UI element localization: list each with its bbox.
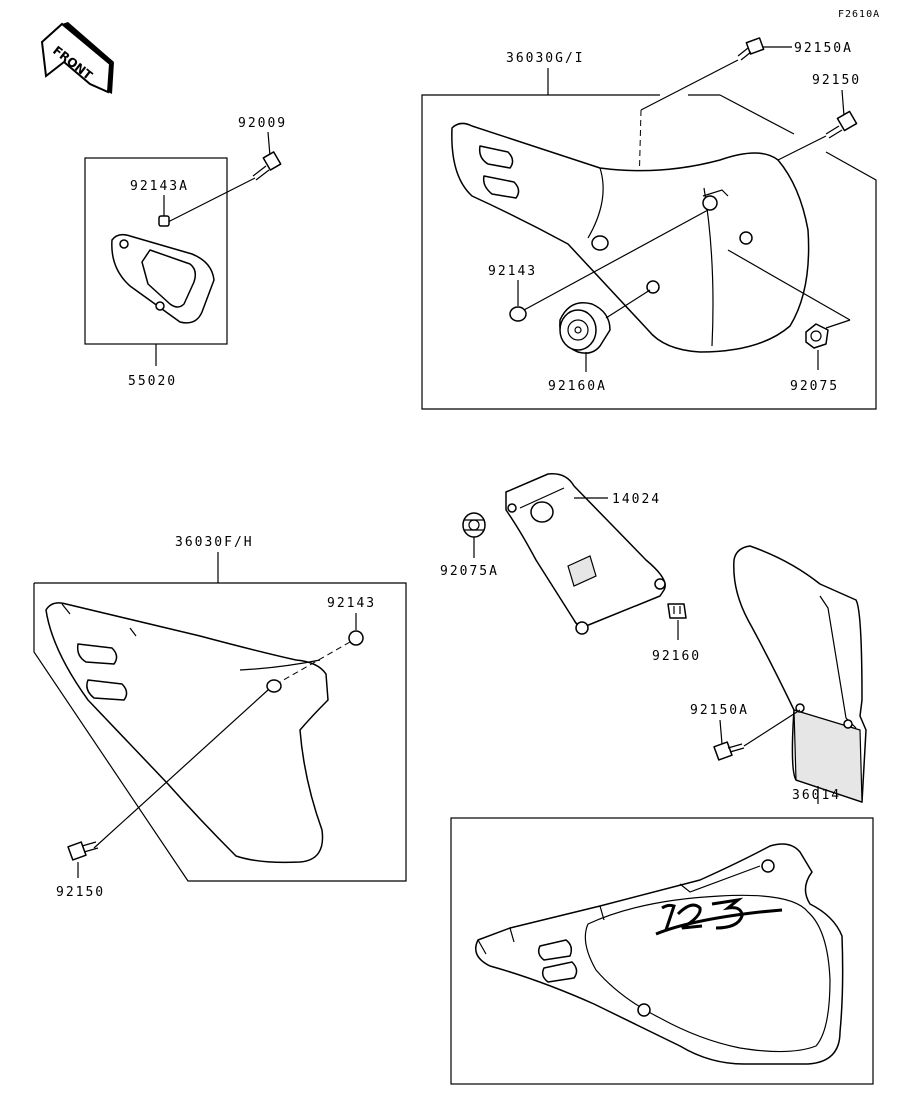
label-92160A: 92160A — [548, 379, 607, 394]
label-92143A: 92143A — [130, 179, 189, 194]
collar-92143A-icon — [158, 215, 170, 227]
label-92150A-mid: 92150A — [690, 703, 749, 718]
group-36030GI: 36030G/I 92150A 92150 — [421, 37, 877, 410]
label-14024: 14024 — [612, 492, 661, 507]
label-92143-left: 92143 — [327, 596, 376, 611]
group-14024: 14024 92075A 92160 — [440, 473, 701, 664]
label-92150-left: 92150 — [56, 885, 105, 900]
group-36014: 92150A 36014 — [690, 545, 867, 804]
label-92160: 92160 — [652, 649, 701, 664]
label-36030FH: 36030F/H — [175, 535, 254, 550]
label-92150-top: 92150 — [812, 73, 861, 88]
group-variant — [450, 817, 874, 1085]
bolt-92150-top-icon — [825, 110, 858, 139]
collar-92143-left-icon — [348, 630, 364, 646]
label-36030GI: 36030G/I — [506, 51, 585, 66]
group-55020: 55020 92009 92143A — [84, 116, 287, 389]
label-92143-top: 92143 — [488, 264, 537, 279]
label-92009: 92009 — [238, 116, 287, 131]
decal-125-icon — [655, 897, 783, 936]
bolt-92009-icon — [252, 151, 282, 181]
collar-92143-top-icon — [509, 306, 527, 322]
bracket-14024-icon — [505, 473, 666, 635]
figure-code: F2610A — [838, 9, 880, 20]
grommet-92075A-icon — [462, 512, 486, 538]
bracket-55020-icon — [111, 233, 215, 324]
label-92075A: 92075A — [440, 564, 499, 579]
side-cover-36030FH-icon — [45, 602, 329, 864]
grommet-92160A-icon — [559, 302, 611, 354]
cover-36014-icon — [733, 545, 867, 803]
bolt-92150A-top-icon — [737, 37, 765, 61]
side-cover-36030GI-icon — [451, 122, 810, 353]
label-92150A-top: 92150A — [794, 41, 853, 56]
side-cover-variant-icon — [475, 843, 844, 1065]
bolt-92150-left-icon — [67, 841, 99, 861]
clip-92160-icon — [667, 603, 687, 619]
bolt-92150A-mid-icon — [713, 741, 745, 761]
label-36014: 36014 — [792, 788, 841, 803]
grommet-92075-icon — [805, 323, 829, 349]
label-92075: 92075 — [790, 379, 839, 394]
group-36030FH: 36030F/H 92143 92150 — [33, 535, 407, 900]
front-arrow-icon: FRONT — [40, 22, 114, 94]
label-55020: 55020 — [128, 374, 177, 389]
